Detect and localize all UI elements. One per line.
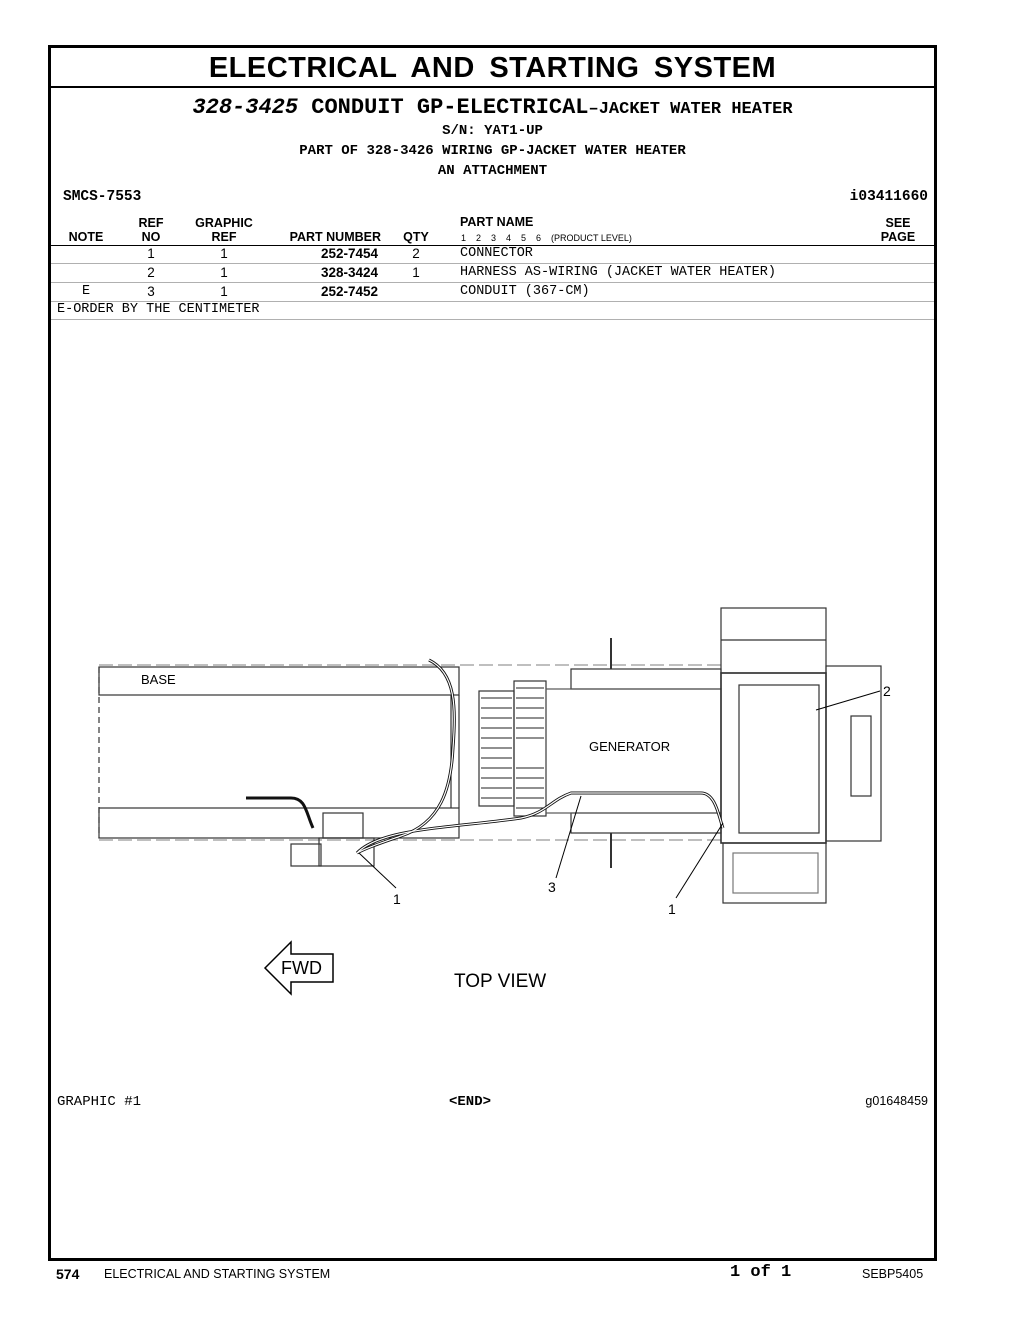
row1-ref: 1 xyxy=(147,246,155,261)
smcs-code: SMCS-7553 xyxy=(63,189,142,205)
row3-ref: 3 xyxy=(147,284,155,299)
view-label: TOP VIEW xyxy=(454,971,546,992)
row2-part-name: HARNESS AS-WIRING (JACKET WATER HEATER) xyxy=(460,265,776,280)
row-rule xyxy=(51,301,934,302)
graphic-number: GRAPHIC #1 xyxy=(57,1094,142,1110)
callout-2: 2 xyxy=(883,683,891,699)
row2-qty: 1 xyxy=(412,265,420,280)
row2-part-number: 328-3424 xyxy=(320,265,378,280)
col-graphic-top: GRAPHIC xyxy=(195,216,253,230)
row1-qty: 2 xyxy=(412,246,420,261)
header-rule xyxy=(51,245,934,246)
document-id: i03411660 xyxy=(849,189,928,205)
row1-graphic: 1 xyxy=(220,246,228,261)
title-bar: ELECTRICAL AND STARTING SYSTEM xyxy=(51,48,934,88)
fwd-label: FWD xyxy=(281,958,322,978)
row3-graphic: 1 xyxy=(220,284,228,299)
page-number: 574 xyxy=(56,1266,80,1282)
parts-page-frame: ELECTRICAL AND STARTING SYSTEM 328-3425 … xyxy=(48,45,937,1261)
row1-part-number: 252-7454 xyxy=(320,246,378,261)
serial-range: S/N: YAT1-UP xyxy=(442,123,543,139)
page-of: 1 of 1 xyxy=(730,1263,792,1282)
row-rule xyxy=(51,263,934,264)
base-label: BASE xyxy=(141,672,176,687)
col-part-number: PART NUMBER xyxy=(289,230,381,244)
col-part-name: PART NAME xyxy=(460,215,534,229)
col-qty: QTY xyxy=(403,230,429,244)
part-of-line: PART OF 328-3426 WIRING GP-JACKET WATER … xyxy=(299,143,686,159)
fwd-arrow-icon xyxy=(263,940,334,996)
group-name: CONDUIT GP-ELECTRICAL xyxy=(311,95,589,120)
table-footnote: E-ORDER BY THE CENTIMETER xyxy=(57,302,260,317)
col-note: NOTE xyxy=(68,230,104,244)
group-suffix: –JACKET WATER HEATER xyxy=(588,100,793,119)
row3-note: E xyxy=(81,284,91,299)
row2-ref: 2 xyxy=(147,265,155,280)
footnote-rule xyxy=(51,319,934,320)
generator-label: GENERATOR xyxy=(589,739,670,754)
col-ref-bottom: NO xyxy=(141,230,161,244)
col-graphic-bottom: REF xyxy=(211,230,237,244)
callout-1-left: 1 xyxy=(393,891,401,907)
col-product-levels: 1 2 3 4 5 6 (PRODUCT LEVEL) xyxy=(461,233,632,243)
attachment-line: AN ATTACHMENT xyxy=(437,163,548,179)
row3-part-name: CONDUIT (367-CM) xyxy=(460,284,590,299)
group-heading: 328-3425 CONDUIT GP-ELECTRICAL–JACKET WA… xyxy=(51,95,934,120)
parts-illustration: FWD BASE GENERATOR 2 3 1 1 TOP VIEW xyxy=(98,607,891,996)
callout-1-right: 1 xyxy=(668,901,676,917)
graphic-id: g01648459 xyxy=(865,1094,928,1108)
callout-3: 3 xyxy=(548,879,556,895)
end-marker: <END> xyxy=(449,1094,492,1110)
row2-graphic: 1 xyxy=(220,265,228,280)
col-ref-top: REF xyxy=(138,216,164,230)
page-title: ELECTRICAL AND STARTING SYSTEM xyxy=(208,52,777,84)
col-see-bottom: PAGE xyxy=(880,230,916,244)
group-number: 328-3425 xyxy=(192,95,299,120)
row1-part-name: CONNECTOR xyxy=(460,246,533,261)
row-rule xyxy=(51,282,934,283)
footer-section: ELECTRICAL AND STARTING SYSTEM xyxy=(104,1267,331,1281)
doc-number: SEBP5405 xyxy=(862,1267,924,1281)
row3-part-number: 252-7452 xyxy=(320,284,378,299)
col-see-top: SEE xyxy=(885,216,911,230)
